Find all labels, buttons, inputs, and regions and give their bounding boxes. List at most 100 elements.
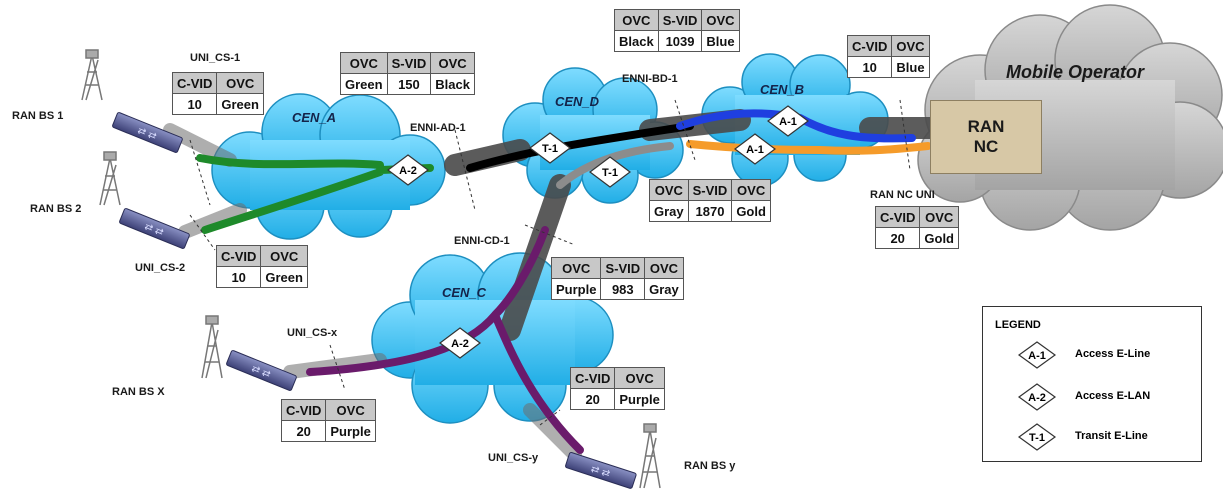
table-cell: 20 bbox=[282, 421, 326, 442]
diamond-icon: A-2 bbox=[1017, 382, 1057, 412]
table-cell: 10 bbox=[173, 94, 217, 115]
table-header: OVC bbox=[431, 53, 475, 74]
ran-bs-x-tower bbox=[202, 316, 222, 378]
ran-nc-line2: NC bbox=[974, 137, 999, 157]
legend-item-transit-eline: T-1 Transit E-Line bbox=[1017, 422, 1197, 452]
table-cell: 10 bbox=[217, 267, 261, 288]
cen-a-label: CEN_A bbox=[292, 110, 336, 125]
table-cell: Gold bbox=[732, 201, 771, 222]
table-cell: Gray bbox=[650, 201, 689, 222]
table-cell: Gray bbox=[645, 279, 684, 300]
ran-nc-box: RAN NC bbox=[930, 100, 1042, 174]
cen-c-label: CEN_C bbox=[442, 285, 486, 300]
table-cell: 20 bbox=[571, 389, 615, 410]
table-header: OVC bbox=[702, 10, 739, 31]
enni-bd-1-label: ENNI-BD-1 bbox=[622, 73, 678, 85]
cen-d-label: CEN_D bbox=[555, 94, 599, 109]
table-header: OVC bbox=[326, 400, 375, 421]
svg-text:A-2: A-2 bbox=[399, 165, 417, 177]
table-cell: Purple bbox=[326, 421, 375, 442]
table-cell: Gold bbox=[920, 228, 959, 249]
table-header: OVC bbox=[920, 207, 959, 228]
svg-text:T-1: T-1 bbox=[1029, 432, 1045, 444]
table-header: OVC bbox=[217, 73, 264, 94]
legend-item-access-eline: A-1 Access E-Line bbox=[1017, 340, 1197, 370]
ran-nc-line1: RAN bbox=[968, 117, 1005, 137]
table-header: S-VID bbox=[387, 53, 431, 74]
table-cell: Green bbox=[261, 267, 308, 288]
svg-text:A-1: A-1 bbox=[779, 116, 797, 128]
ran-bs-y-switch: ⇄ ⇄ bbox=[565, 452, 637, 489]
uni-cs-x-label: UNI_CS-x bbox=[287, 327, 337, 339]
table-header: OVC bbox=[552, 258, 601, 279]
legend-label: Access E-LAN bbox=[1075, 390, 1150, 402]
ran-nc-uni-label: RAN NC UNI bbox=[870, 189, 935, 201]
table-header: OVC bbox=[341, 53, 388, 74]
table-cell: Black bbox=[615, 31, 659, 52]
table-cell: 20 bbox=[876, 228, 920, 249]
table-header: OVC bbox=[615, 368, 664, 389]
table-cell: Black bbox=[431, 74, 475, 95]
enni-cd-1-label: ENNI-CD-1 bbox=[454, 235, 510, 247]
mobile-operator-label: Mobile Operator bbox=[1006, 62, 1144, 83]
table-header: S-VID bbox=[688, 180, 732, 201]
legend-item-access-elan: A-2 Access E-LAN bbox=[1017, 382, 1197, 412]
diamond-icon: T-1 bbox=[1017, 422, 1057, 452]
legend-title: LEGEND bbox=[995, 319, 1041, 331]
table-header: OVC bbox=[261, 246, 308, 267]
svg-text:A-1: A-1 bbox=[746, 144, 764, 156]
table-cell: 983 bbox=[601, 279, 645, 300]
table-header: OVC bbox=[892, 36, 929, 57]
svg-text:A-2: A-2 bbox=[451, 338, 469, 350]
table-header: OVC bbox=[732, 180, 771, 201]
table-cell: Blue bbox=[892, 57, 929, 78]
table-header: S-VID bbox=[601, 258, 645, 279]
table-header: C-VID bbox=[282, 400, 326, 421]
table-cell: 1039 bbox=[658, 31, 702, 52]
legend-label: Transit E-Line bbox=[1075, 430, 1148, 442]
uni-cs-2-label: UNI_CS-2 bbox=[135, 262, 185, 274]
table-header: C-VID bbox=[848, 36, 892, 57]
uni-cs-1-label: UNI_CS-1 bbox=[190, 52, 240, 64]
table-header: OVC bbox=[645, 258, 684, 279]
table-header: OVC bbox=[615, 10, 659, 31]
table-cell: 1870 bbox=[688, 201, 732, 222]
svg-text:T-1: T-1 bbox=[602, 167, 618, 179]
table-header: S-VID bbox=[658, 10, 702, 31]
svg-text:A-2: A-2 bbox=[1028, 392, 1046, 404]
ran-bs-y-tower bbox=[640, 424, 660, 488]
table-cell: Purple bbox=[552, 279, 601, 300]
table-cell: 150 bbox=[387, 74, 431, 95]
diamond-icon: A-1 bbox=[1017, 340, 1057, 370]
table-cell: Green bbox=[217, 94, 264, 115]
table-header: C-VID bbox=[876, 207, 920, 228]
table-enni-ad: OVCS-VIDOVC Green150Black bbox=[340, 52, 475, 95]
table-header: OVC bbox=[650, 180, 689, 201]
ran-bs-1-label: RAN BS 1 bbox=[12, 110, 63, 122]
svg-text:A-1: A-1 bbox=[1028, 350, 1046, 362]
ran-bs-x-label: RAN BS X bbox=[112, 386, 165, 398]
cen-b-label: CEN_B bbox=[760, 82, 804, 97]
ran-bs-y-label: RAN BS y bbox=[684, 460, 735, 472]
table-cell: Purple bbox=[615, 389, 664, 410]
table-cell: 10 bbox=[848, 57, 892, 78]
ran-bs-2-tower bbox=[100, 152, 120, 205]
ran-bs-1-tower bbox=[82, 50, 102, 100]
table-header: C-VID bbox=[571, 368, 615, 389]
table-header: C-VID bbox=[173, 73, 217, 94]
table-ran-nc-gold: C-VIDOVC 20Gold bbox=[875, 206, 959, 249]
table-header: C-VID bbox=[217, 246, 261, 267]
legend-label: Access E-Line bbox=[1075, 348, 1150, 360]
enni-ad-1-label: ENNI-AD-1 bbox=[410, 122, 466, 134]
table-cell: Green bbox=[341, 74, 388, 95]
table-cell: Blue bbox=[702, 31, 739, 52]
uni-cs-y-label: UNI_CS-y bbox=[488, 452, 538, 464]
legend: LEGEND A-1 Access E-Line A-2 Access E-LA… bbox=[982, 306, 1202, 462]
